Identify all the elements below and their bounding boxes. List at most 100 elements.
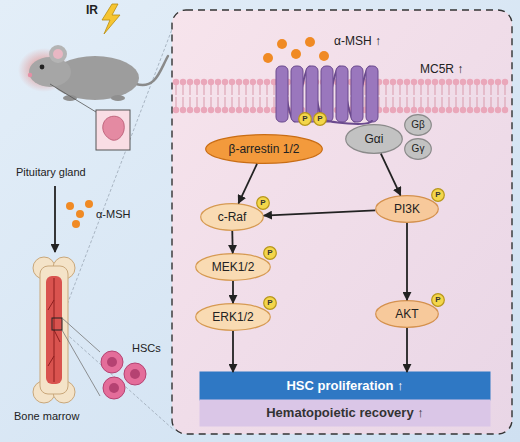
node-label: P (260, 199, 265, 207)
signal-arrow (232, 331, 234, 372)
g-protein-node: Gβ (404, 114, 432, 136)
node-label: AKT (395, 308, 418, 321)
node-label: Gαi (365, 133, 384, 146)
outcome-box: HSC proliferation ↑ (200, 372, 490, 400)
ellipse-shape (264, 297, 277, 310)
node-label: PI3K (394, 203, 420, 216)
receptor-symbol (276, 66, 378, 124)
signal-arrow (406, 223, 408, 300)
pituitary-inset (96, 110, 130, 150)
node-label: P (267, 249, 272, 257)
node-label: β-arrestin 1/2 (229, 143, 300, 156)
text-label: MC5R ↑ (420, 62, 463, 76)
g-protein-node: Gαi (345, 124, 403, 154)
node-label: P (267, 299, 272, 307)
zoom-square (52, 318, 62, 330)
phospho-mark: P (313, 112, 327, 126)
node-text-wrap: ERK1/2 (195, 303, 271, 331)
node-label: P (317, 115, 322, 123)
ellipse-shape (299, 113, 312, 126)
ellipse-shape (405, 115, 432, 136)
pituitary-gland (103, 116, 125, 140)
kinase-node: MEK1/2 (195, 253, 271, 281)
box-shape (200, 400, 490, 426)
kinase-node: PI3K (375, 195, 439, 223)
hormone-dot (305, 37, 315, 47)
node-text-wrap: PI3K (375, 195, 439, 223)
node-label: c-Raf (218, 211, 247, 224)
node-text-wrap: P (263, 296, 277, 310)
ellipse-shape (201, 204, 264, 231)
node-text-wrap: Gβ (404, 114, 432, 136)
signal-arrow (264, 210, 375, 215)
kinase-node: c-Raf (200, 203, 264, 231)
kinase-node: AKT (375, 300, 439, 328)
box-shape (200, 372, 490, 400)
ellipse-shape (264, 247, 277, 260)
signal-arrow (231, 231, 233, 253)
node-text-wrap: Gγ (404, 138, 432, 160)
node-label: MEK1/2 (212, 261, 255, 274)
hormone-dot (72, 220, 80, 228)
node-label: P (435, 296, 440, 304)
hormone-dot (277, 39, 287, 49)
node-text-wrap: β-arrestin 1/2 (205, 134, 323, 164)
hsc-cells (101, 351, 146, 399)
node-text-wrap: HSC proliferation ↑ (200, 372, 490, 400)
phospho-mark: P (256, 196, 270, 210)
node-text-wrap: P (256, 196, 270, 210)
phospho-mark: P (431, 188, 445, 202)
node-text-wrap: AKT (375, 300, 439, 328)
node-label: Gβ (411, 120, 425, 131)
node-text-wrap: MEK1/2 (195, 253, 271, 281)
phospho-mark: P (263, 296, 277, 310)
phospho-mark: P (263, 246, 277, 260)
outcome-box: Hematopoietic recovery ↑ (200, 400, 490, 426)
node-text-wrap: c-Raf (200, 203, 264, 231)
signal-arrow (381, 154, 401, 196)
node-text-wrap: P (263, 246, 277, 260)
hormone-dot (66, 202, 74, 210)
hormone-dot (76, 210, 84, 218)
ellipse-shape (432, 189, 445, 202)
arrestin-node: β-arrestin 1/2 (205, 134, 323, 164)
kinase-node: ERK1/2 (195, 303, 271, 331)
text-label: IR (86, 3, 98, 17)
pathway-panel (172, 10, 512, 434)
g-protein-node: Gγ (404, 138, 432, 160)
ellipse-shape (257, 197, 270, 210)
hormone-dot (263, 53, 273, 63)
ellipse-shape (405, 139, 432, 160)
node-label: P (435, 191, 440, 199)
node-label: HSC proliferation ↑ (286, 379, 403, 393)
zoom-line (62, 330, 100, 396)
text-label: Pituitary gland (16, 166, 86, 178)
ellipse-shape (376, 196, 439, 223)
ellipse-shape (376, 301, 439, 328)
bone-illustration (33, 257, 75, 403)
zoom-line (62, 318, 100, 352)
phospho-mark: P (431, 293, 445, 307)
signal-arrow (238, 164, 257, 203)
node-label: Hematopoietic recovery ↑ (266, 406, 424, 420)
ellipse-shape (196, 254, 271, 281)
node-label: ERK1/2 (212, 311, 253, 324)
phospho-mark: P (298, 112, 312, 126)
node-text-wrap: Hematopoietic recovery ↑ (200, 400, 490, 426)
node-text-wrap: P (298, 112, 312, 126)
secretion-arrow (54, 186, 56, 252)
node-text-wrap: Gαi (345, 124, 403, 154)
node-text-wrap: P (431, 293, 445, 307)
ellipse-shape (314, 113, 327, 126)
text-label: α-MSH ↑ (334, 34, 381, 48)
node-text-wrap: P (431, 188, 445, 202)
node-label: P (302, 115, 307, 123)
signal-arrow (232, 281, 234, 303)
ellipse-shape (432, 294, 445, 307)
node-text-wrap: P (313, 112, 327, 126)
ellipse-shape (196, 304, 271, 331)
text-label: HSCs (132, 342, 161, 354)
hormone-dot (85, 200, 93, 208)
